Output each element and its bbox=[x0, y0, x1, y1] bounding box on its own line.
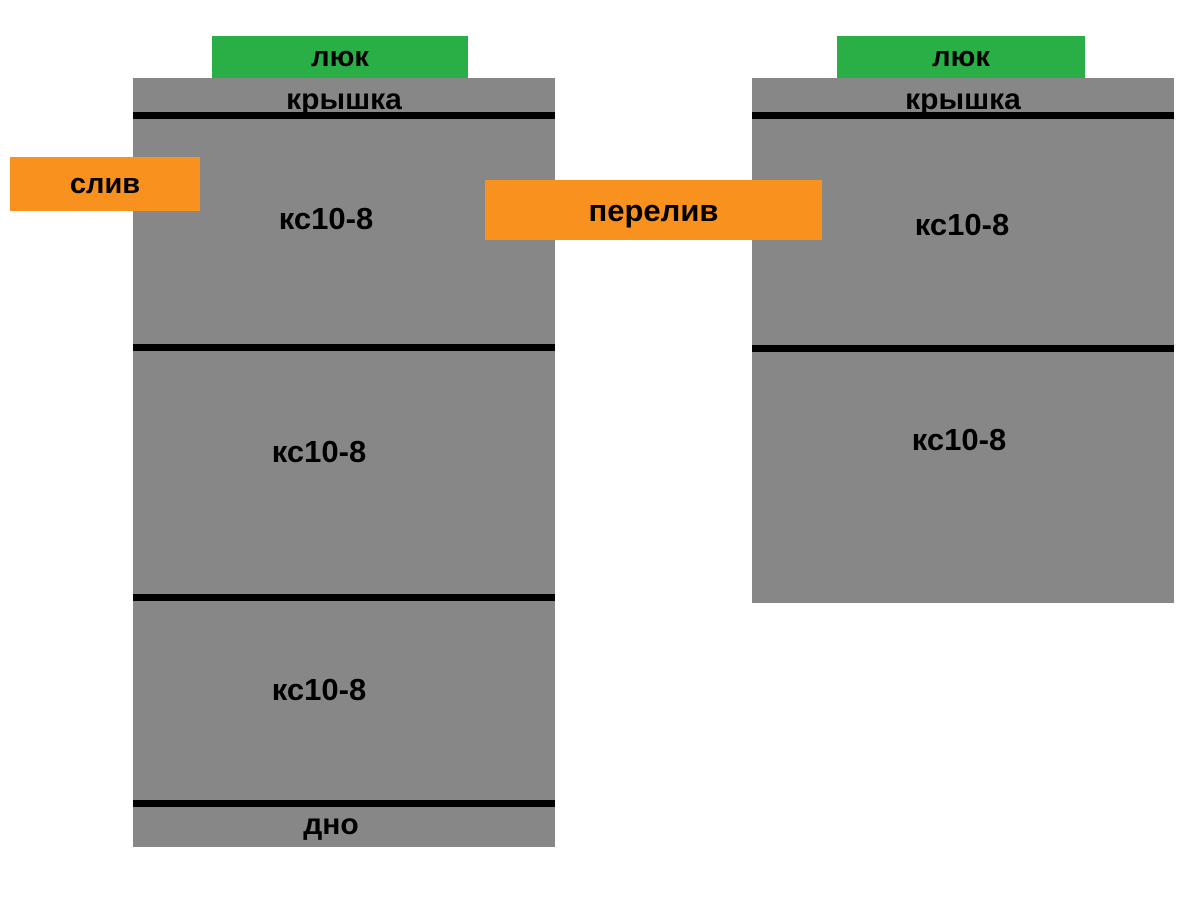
right-tank-ring-1-label: кс10-8 bbox=[914, 207, 1010, 242]
left-tank-divider-1 bbox=[133, 344, 555, 351]
left-tank-lid-label: крышка bbox=[286, 83, 402, 116]
left-tank-ring-1-label: кс10-8 bbox=[278, 201, 374, 236]
right-tank-lid-label: крышка bbox=[905, 83, 1021, 116]
right-tank-hatch-label: люк bbox=[932, 40, 990, 73]
right-tank-ring-2-label: кс10-8 bbox=[911, 422, 1007, 457]
drain-pipe-label: слив bbox=[69, 167, 141, 200]
right-tank-divider-1 bbox=[752, 345, 1174, 352]
right-tank-hatch[interactable]: люк bbox=[837, 36, 1085, 78]
overflow-pipe[interactable]: перелив bbox=[485, 180, 822, 240]
right-tank-lid-divider bbox=[752, 112, 1174, 119]
left-tank-hatch-label: люк bbox=[311, 40, 369, 73]
left-tank-ring-3-label: кс10-8 bbox=[271, 672, 367, 707]
overflow-pipe-label: перелив bbox=[588, 192, 719, 228]
right-tank-body bbox=[752, 78, 1174, 603]
left-tank-body bbox=[133, 78, 555, 847]
drain-pipe[interactable]: слив bbox=[10, 157, 200, 211]
left-tank-bottom-label: дно bbox=[303, 808, 359, 841]
left-tank-lid-divider bbox=[133, 112, 555, 119]
left-tank-divider-2 bbox=[133, 594, 555, 601]
left-tank-bottom-divider bbox=[133, 800, 555, 807]
left-tank-hatch[interactable]: люк bbox=[212, 36, 468, 78]
left-tank-ring-2-label: кс10-8 bbox=[271, 434, 367, 469]
